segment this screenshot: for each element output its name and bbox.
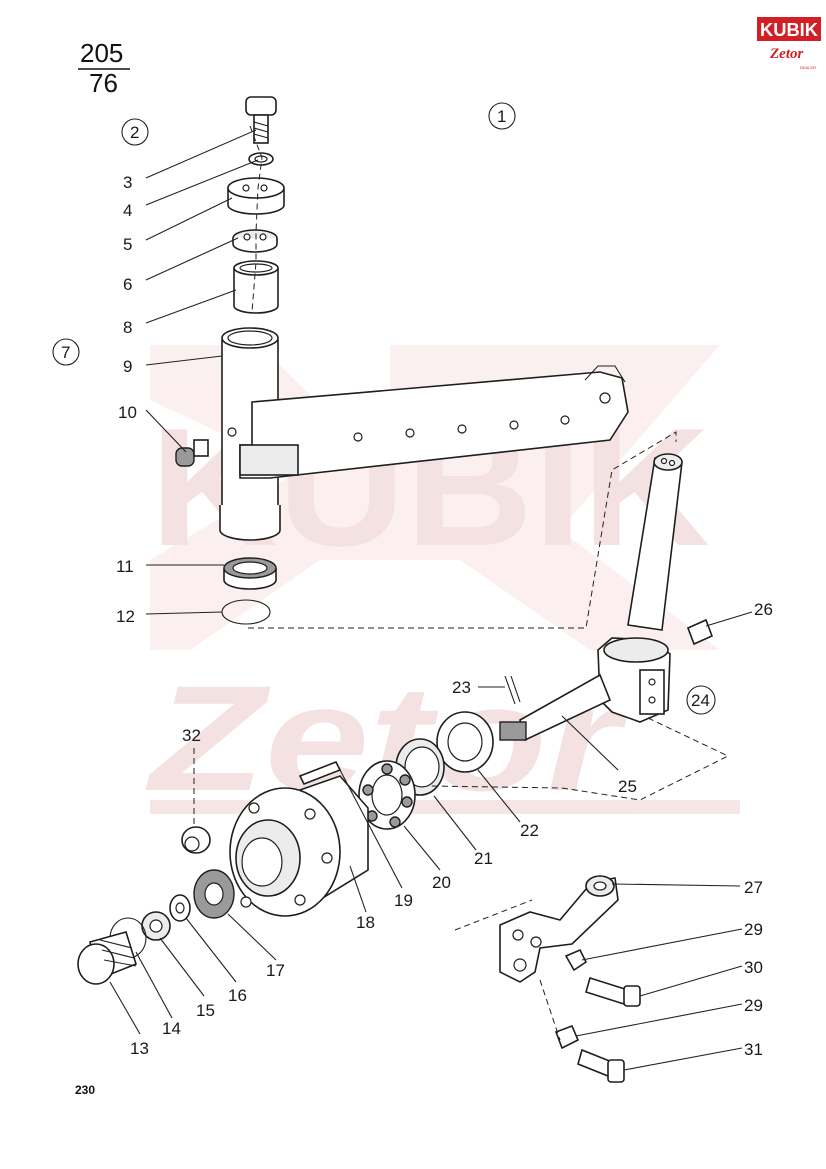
callout-29b: 29 [744,996,763,1015]
callout-3: 3 [123,173,132,192]
sheet-ref-top: 205 [80,38,123,68]
group-marker-2: 2 [121,118,149,146]
callout-14: 14 [162,1019,181,1038]
callout-32: 32 [182,726,201,745]
group-marker-24: 24 [686,685,716,715]
logo-tag: DEALER [800,65,816,70]
callout-12: 12 [116,607,135,626]
callout-30: 30 [744,958,763,977]
sheet-ref-bottom: 76 [89,68,118,98]
callout-25: 25 [618,777,637,796]
callout-6: 6 [123,275,132,294]
part-drawings [77,96,714,1083]
svg-text:1: 1 [497,107,506,126]
logo-brand: KUBIK [760,20,818,40]
callout-16: 16 [228,986,247,1005]
callout-27: 27 [744,878,763,897]
callout-22: 22 [520,821,539,840]
leader-lines [109,125,753,1071]
sheet-reference: 205 76 [78,38,130,98]
callout-19: 19 [394,891,413,910]
callout-20: 20 [432,873,451,892]
callout-18: 18 [356,913,375,932]
callout-17: 17 [266,961,285,980]
group-marker-1: 1 [488,102,516,130]
callout-23: 23 [452,678,471,697]
callout-5: 5 [123,235,132,254]
callout-9: 9 [123,357,132,376]
callout-8: 8 [123,318,132,337]
dealer-logo: KUBIK Zetor DEALER [757,17,821,70]
callout-26: 26 [754,600,773,619]
callout-15: 15 [196,1001,215,1020]
callout-4: 4 [123,201,132,220]
callout-13: 13 [130,1039,149,1058]
callout-11: 11 [116,557,134,576]
svg-text:24: 24 [691,691,710,710]
callout-31: 31 [744,1040,763,1059]
logo-box [757,17,821,41]
group-marker-7: 7 [52,338,80,366]
page-number: 230 [75,1083,95,1097]
callout-10: 10 [118,403,137,422]
svg-text:2: 2 [130,123,139,142]
callout-labels: 3 4 5 6 8 9 10 11 12 13 14 15 16 17 18 1… [116,173,773,1059]
svg-text:7: 7 [61,343,70,362]
logo-sub: Zetor [769,46,803,62]
callout-21: 21 [474,849,493,868]
callout-29a: 29 [744,920,763,939]
